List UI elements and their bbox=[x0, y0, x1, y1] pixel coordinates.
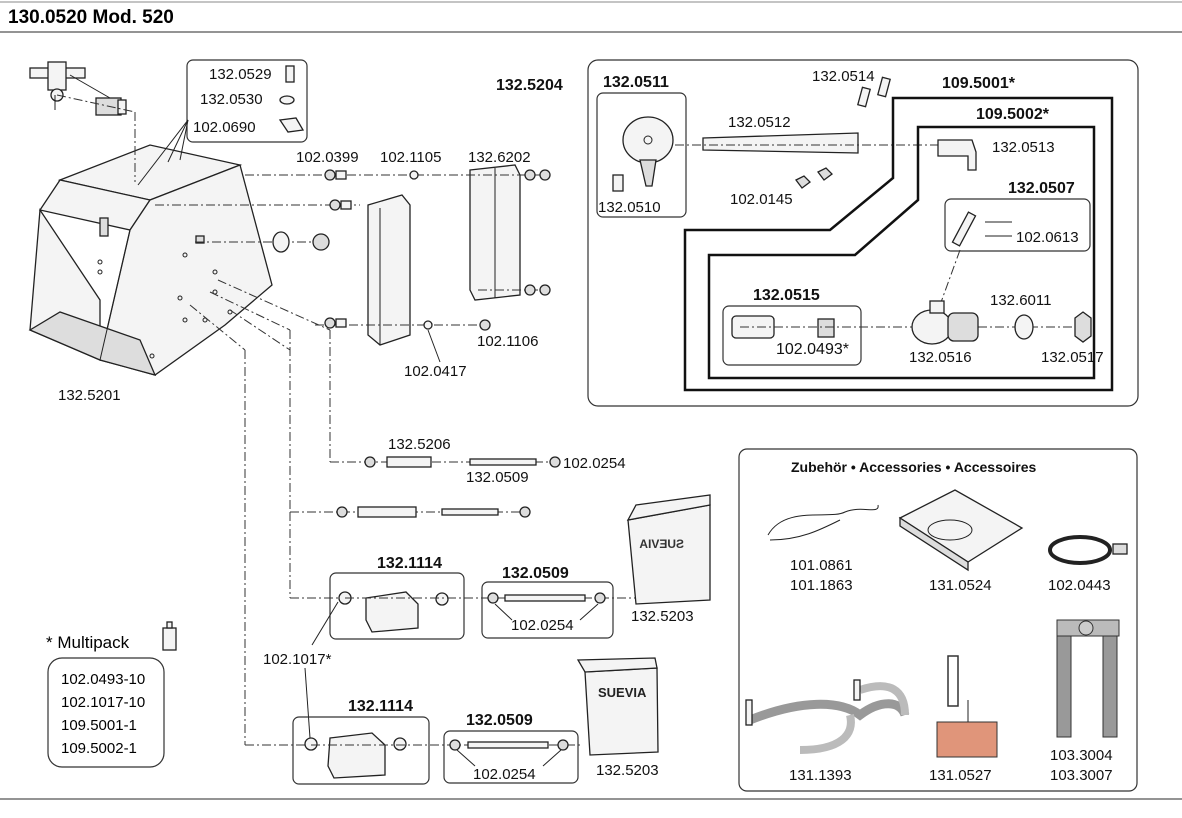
label-102-0417: 102.0417 bbox=[404, 363, 467, 380]
washer-icon bbox=[279, 95, 295, 105]
label-102-0254-c: 102.0254 bbox=[473, 766, 536, 783]
box-132-0509-c bbox=[443, 730, 579, 784]
accessory-pipe-frame bbox=[1056, 619, 1120, 738]
page-title: 130.0520 Mod. 520 bbox=[8, 7, 174, 28]
clip-icon bbox=[278, 117, 305, 133]
accessory-code-101-0861: 101.0861 bbox=[790, 557, 853, 574]
part-132-0516-lock-core bbox=[911, 300, 979, 345]
label-132-0515: 132.0515 bbox=[753, 287, 820, 304]
part-102-0493-pin bbox=[817, 318, 835, 338]
box-132-0507 bbox=[944, 198, 1091, 252]
group-109-5002 bbox=[707, 125, 1096, 380]
multipack-icon bbox=[162, 627, 177, 651]
accessory-code-131-1393: 131.1393 bbox=[789, 767, 852, 784]
brand-logo: SUEVIA bbox=[598, 685, 647, 700]
label-132-5206: 132.5206 bbox=[388, 436, 451, 453]
accessory-code-103-3004: 103.3004 bbox=[1050, 747, 1113, 764]
accessory-code-101-1863: 101.1863 bbox=[790, 577, 853, 594]
label-132-6202: 132.6202 bbox=[468, 149, 531, 166]
part-132-5203-cover-a: SUEVIA bbox=[626, 494, 711, 605]
box-132-0515 bbox=[722, 305, 862, 366]
multipack-item-3: 109.5001-1 bbox=[61, 717, 137, 734]
group-109-5001 bbox=[683, 96, 1114, 392]
label-132-5201: 132.5201 bbox=[58, 387, 121, 404]
label-132-0530: 132.0530 bbox=[200, 91, 263, 108]
label-102-1106: 102.1106 bbox=[477, 333, 538, 350]
box-screw-set bbox=[186, 59, 308, 143]
part-132-5201-housing bbox=[28, 144, 273, 376]
box-132-0511 bbox=[596, 92, 687, 218]
label-132-0517: 132.0517 bbox=[1041, 349, 1104, 366]
label-132-5203-b: 132.5203 bbox=[596, 762, 659, 779]
multipack-item-4: 109.5002-1 bbox=[61, 740, 137, 757]
part-132-5203-cover-b: SUEVIA bbox=[576, 657, 659, 756]
part-132-6011-ring bbox=[1014, 314, 1034, 340]
screw-132-0510 bbox=[612, 174, 624, 192]
label-102-1017: 102.1017* bbox=[263, 651, 332, 668]
label-132-0513: 132.0513 bbox=[992, 139, 1055, 156]
label-102-0145: 102.0145 bbox=[730, 191, 793, 208]
label-132-0509-a: 132.0509 bbox=[466, 469, 529, 486]
box-132-1114-a bbox=[329, 572, 465, 640]
multipack-list-box bbox=[47, 657, 165, 768]
multipack-item-1: 102.0493-10 bbox=[61, 671, 145, 688]
label-132-0509-b: 132.0509 bbox=[502, 565, 569, 582]
mounting-rails bbox=[367, 164, 521, 346]
label-109-5001: 109.5001* bbox=[942, 75, 1016, 92]
accessory-tray bbox=[898, 489, 1024, 572]
part-132-0513-cam bbox=[937, 139, 977, 171]
label-132-0529: 132.0529 bbox=[209, 66, 272, 83]
label-102-0613: 102.0613 bbox=[1016, 229, 1079, 246]
part-132-0511-cylinder bbox=[622, 116, 674, 187]
screw-icon bbox=[285, 65, 295, 83]
label-132-0511: 132.0511 bbox=[603, 74, 669, 91]
label-132-6011: 132.6011 bbox=[990, 292, 1051, 309]
label-132-0510: 132.0510 bbox=[598, 199, 661, 216]
label-102-0254-b: 102.0254 bbox=[511, 617, 574, 634]
accessory-holder bbox=[745, 679, 910, 754]
label-132-1114-b: 132.1114 bbox=[348, 698, 413, 715]
accessories-box bbox=[738, 448, 1138, 792]
label-102-1105: 102.1105 bbox=[380, 149, 441, 166]
label-132-5203-a: 132.5203 bbox=[631, 608, 694, 625]
label-132-5204: 132.5204 bbox=[496, 77, 563, 94]
accessory-code-131-0524: 131.0524 bbox=[929, 577, 992, 594]
label-102-0254-a: 102.0254 bbox=[563, 455, 626, 472]
multipack-icon-tab bbox=[166, 621, 173, 629]
box-132-1114-b bbox=[292, 716, 430, 785]
accessory-code-131-0527: 131.0527 bbox=[929, 767, 992, 784]
label-132-0512: 132.0512 bbox=[728, 114, 791, 131]
box-132-0509-b bbox=[481, 581, 614, 639]
part-132-0512-bar bbox=[702, 132, 859, 154]
accessory-cable bbox=[767, 504, 879, 541]
accessory-code-103-3007: 103.3007 bbox=[1050, 767, 1113, 784]
accessory-plate bbox=[936, 655, 998, 758]
multipack-title: * Multipack bbox=[46, 633, 130, 652]
label-102-0690: 102.0690 bbox=[193, 119, 256, 136]
label-132-0507: 132.0507 bbox=[1008, 180, 1075, 197]
label-132-0509-c: 132.0509 bbox=[466, 712, 533, 729]
label-132-0516: 132.0516 bbox=[909, 349, 972, 366]
label-102-0399: 102.0399 bbox=[296, 149, 359, 166]
box-132-5204 bbox=[587, 59, 1139, 407]
accessories-title: Zubehör • Accessories • Accessoires bbox=[791, 459, 1037, 475]
accessory-code-102-0443: 102.0443 bbox=[1048, 577, 1111, 594]
label-132-0514: 132.0514 bbox=[812, 68, 875, 85]
label-132-1114-a: 132.1114 bbox=[377, 555, 442, 572]
valve-assembly bbox=[29, 61, 136, 182]
label-102-0493: 102.0493* bbox=[776, 341, 849, 358]
label-109-5002: 109.5002* bbox=[976, 106, 1050, 123]
multipack-item-2: 102.1017-10 bbox=[61, 694, 145, 711]
accessory-ring-cable bbox=[1048, 535, 1128, 565]
mirrored-brand-text: SUEVIA bbox=[639, 537, 684, 551]
part-132-0517-nut bbox=[1074, 311, 1092, 343]
